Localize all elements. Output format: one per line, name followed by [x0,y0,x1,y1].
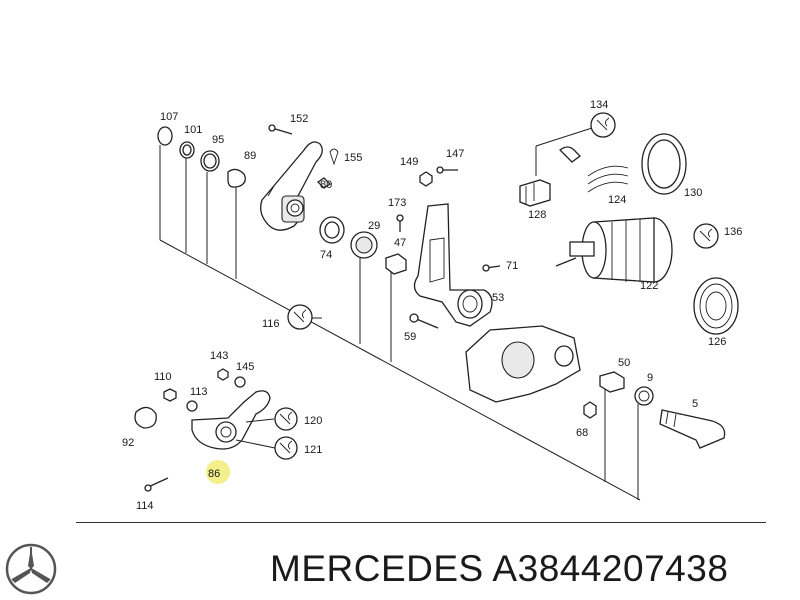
callout-122: 122 [640,280,658,292]
callout-92: 92 [122,437,134,449]
boot-126 [693,277,739,335]
callout-130: 130 [684,187,702,199]
callout-80: 80 [320,179,332,191]
callout-143: 143 [210,350,228,362]
callout-50: 50 [618,357,630,369]
wrench-torque-icon [274,436,298,460]
slack-adjuster-upper [260,124,339,231]
callout-126: 126 [708,336,726,348]
callout-5: 5 [692,398,698,410]
callout-145: 145 [236,361,254,373]
callout-74: 74 [320,249,332,261]
callout-101: 101 [184,124,202,136]
boot-128 [519,179,551,207]
spring-124 [587,165,629,193]
callout-95: 95 [212,134,224,146]
brake-chamber-122 [555,217,673,283]
washer-92 [134,406,157,429]
callout-173: 173 [388,197,406,209]
callout-152: 152 [290,113,308,125]
shaft-5 [659,409,726,449]
callout-107: 107 [160,111,178,123]
callout-53: 53 [492,292,504,304]
slack-adjuster-lower [134,368,271,492]
sleeve-50 [599,371,625,393]
wrench-torque-icons [235,112,719,460]
callout-9: 9 [647,372,653,384]
nut-143 [217,368,229,381]
ring-107 [157,126,173,146]
mercedes-star-logo [5,543,57,595]
callout-114: 114 [136,500,154,512]
sleeve-47 [385,253,407,275]
callout-124: 124 [608,194,626,206]
caliper-body [465,325,597,419]
callout-47: 47 [394,237,406,249]
callout-155: 155 [344,152,362,164]
fitting-134 [559,146,581,163]
callout-121: 121 [304,444,322,456]
bushings [319,216,407,275]
seal-9 [634,386,654,406]
washer-113 [186,400,198,412]
callout-136: 136 [724,226,742,238]
shaft-group [599,371,726,449]
nut-149 [419,171,433,187]
small-fasteners [396,166,501,329]
callout-68: 68 [576,427,588,439]
callout-113: 113 [190,386,208,398]
callout-110: 110 [154,371,172,383]
callout-134: 134 [590,99,608,111]
clip-89 [227,168,246,188]
callout-116: 116 [262,318,280,330]
callout-71: 71 [506,260,518,272]
callout-59: 59 [404,331,416,343]
seal-rings-upper-left [157,126,246,188]
callout-149: 149 [400,156,418,168]
callout-labels: 107 101 95 89 152 155 80 74 29 47 149 14… [122,99,742,512]
callout-29: 29 [368,220,380,232]
brand-part-number: MERCEDES A3844207438 [270,548,729,589]
highlight-marker [206,460,230,484]
callout-147: 147 [446,148,464,160]
wrench-torque-icon [590,112,616,138]
callout-86: 86 [208,468,220,480]
wrench-torque-icon [693,223,719,249]
wrench-torque-icon [287,304,313,330]
bracket-53 [413,203,493,327]
plug-80 [316,177,332,189]
footer-divider [76,522,766,523]
callout-128: 128 [528,209,546,221]
pin-155 [329,148,339,166]
wrench-torque-icon [274,407,298,431]
bolt-110 [163,388,177,402]
boots-and-springs [519,133,739,335]
nut-68 [583,401,597,419]
callout-89: 89 [244,150,256,162]
washer-145 [234,376,246,388]
callout-120: 120 [304,415,322,427]
